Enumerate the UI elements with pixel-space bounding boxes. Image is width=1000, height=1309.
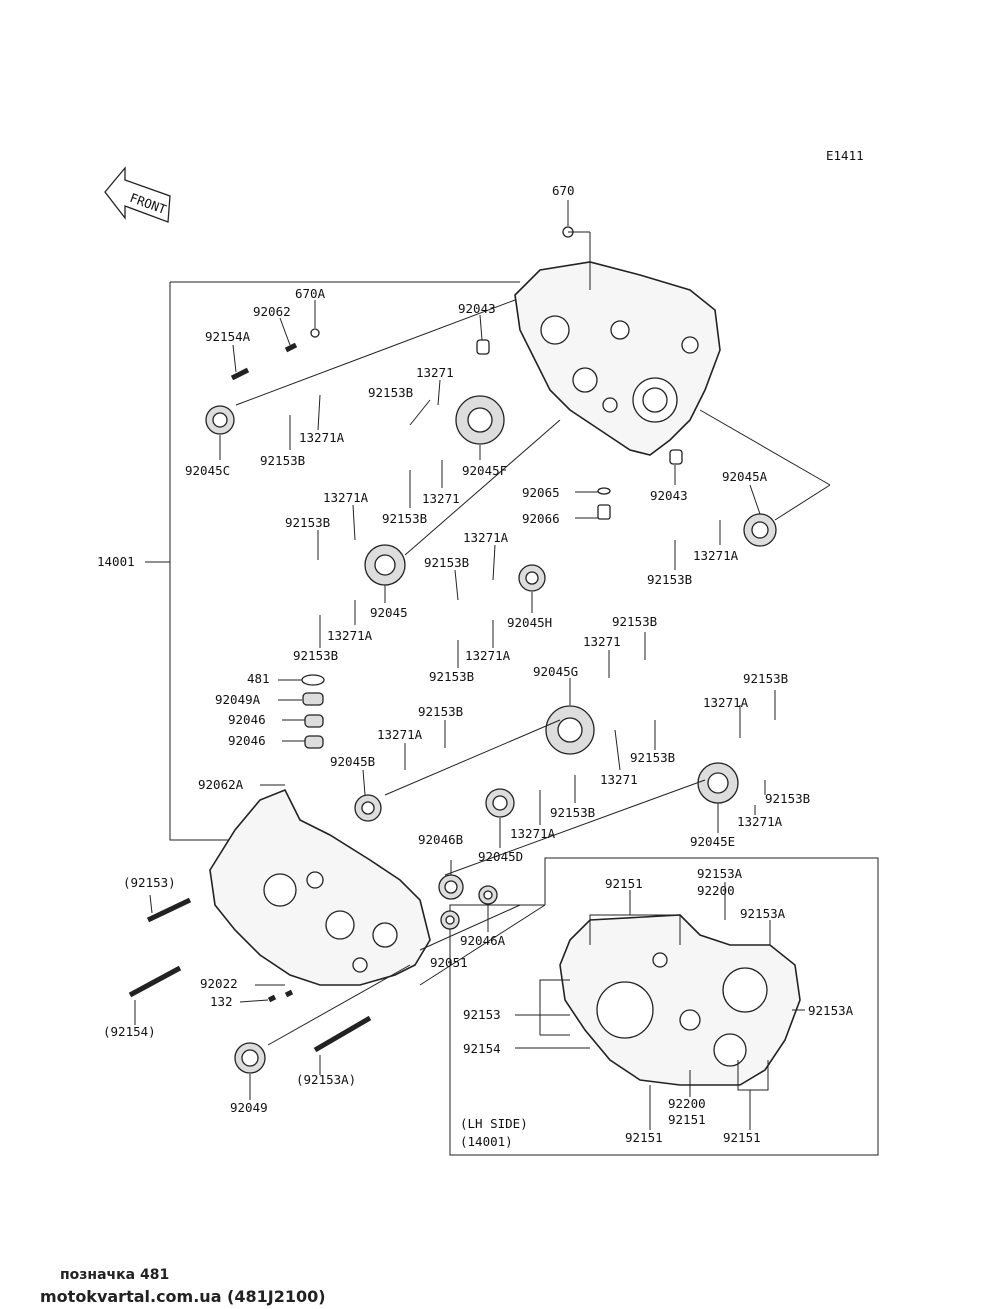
part-label: 92153A	[697, 866, 743, 881]
part-label: 92153B	[612, 614, 657, 629]
part-label: 92153B	[630, 750, 675, 765]
part-label: 92151	[668, 1112, 706, 1127]
part-label: 92046B	[418, 832, 463, 847]
part-label: 92051	[430, 955, 468, 970]
left-crankcase-half	[209, 788, 431, 986]
part-label: 92151	[723, 1130, 761, 1145]
part-label: 92153B	[368, 385, 413, 400]
part-label: 92153B	[293, 648, 338, 663]
part-label: 13271	[416, 365, 454, 380]
part-labels: 670 670A 92062 92154A 92043 13271 92153B…	[97, 183, 854, 1149]
part-label: 13271A	[737, 814, 783, 829]
part-label: 92153A	[740, 906, 786, 921]
part-label: (92153A)	[296, 1072, 356, 1087]
part-label: 92154	[463, 1041, 501, 1056]
part-label: 670A	[295, 286, 326, 301]
part-label: 92043	[458, 301, 496, 316]
part-label: 13271A	[327, 628, 373, 643]
part-label: 13271A	[463, 530, 509, 545]
part-label: (92153)	[123, 875, 176, 890]
part-label: 92062	[253, 304, 291, 319]
part-label: 481	[247, 671, 270, 686]
part-label: 92045C	[185, 463, 230, 478]
part-label: 92046	[228, 712, 266, 727]
part-label: 92153B	[418, 704, 463, 719]
lh-side-label: (LH SIDE)	[460, 1116, 528, 1131]
part-label: 13271A	[465, 648, 511, 663]
part-label: 92045A	[722, 469, 768, 484]
bolts	[128, 342, 372, 1053]
part-label: 92043	[650, 488, 688, 503]
part-label: 92200	[668, 1096, 706, 1111]
lh-side-crankcase	[559, 914, 801, 1086]
part-label: 92153B	[424, 555, 469, 570]
part-label: 92154A	[205, 329, 251, 344]
part-label: 13271A	[299, 430, 345, 445]
part-label: 92153B	[765, 791, 810, 806]
part-label: 92045G	[533, 664, 578, 679]
part-label: 92200	[697, 883, 735, 898]
part-label: 92066	[522, 511, 560, 526]
part-label: 92153B	[647, 572, 692, 587]
part-label: 92046A	[460, 933, 506, 948]
part-label: 92065	[522, 485, 560, 500]
part-label: 13271	[422, 491, 460, 506]
part-label: 670	[552, 183, 575, 198]
part-label: 92151	[605, 876, 643, 891]
part-label: 92153B	[550, 805, 595, 820]
footer-marker: позначка 481	[60, 1267, 170, 1283]
part-label: 92045B	[330, 754, 375, 769]
part-label: 92153B	[743, 671, 788, 686]
front-arrow: FRONT	[104, 166, 171, 223]
part-label: (92154)	[103, 1024, 156, 1039]
part-label: 132	[210, 994, 233, 1009]
part-label: 13271A	[693, 548, 739, 563]
part-label: 92049A	[215, 692, 261, 707]
part-label: 92046	[228, 733, 266, 748]
part-label: 92153B	[429, 669, 474, 684]
part-label: 13271	[600, 772, 638, 787]
part-label: 92062A	[198, 777, 244, 792]
part-label: 92153	[463, 1007, 501, 1022]
part-label: 92045	[370, 605, 408, 620]
part-label: 92049	[230, 1100, 268, 1115]
right-crankcase-half	[514, 261, 721, 456]
part-label: 92045D	[478, 849, 523, 864]
part-label: 92022	[200, 976, 238, 991]
part-label: 13271	[583, 634, 621, 649]
part-label: 92153A	[808, 1003, 854, 1018]
part-label: 92045E	[690, 834, 735, 849]
leader-lines	[134, 200, 831, 1130]
lh-side-part-label: (14001)	[460, 1134, 513, 1149]
part-label: 13271A	[703, 695, 749, 710]
part-label: 13271A	[510, 826, 556, 841]
part-label: 92045F	[462, 463, 507, 478]
part-label: 92045H	[507, 615, 552, 630]
part-label: 92151	[625, 1130, 663, 1145]
part-label: 13271A	[323, 490, 369, 505]
part-label: 92153B	[382, 511, 427, 526]
part-label: 92153B	[285, 515, 330, 530]
part-label: 13271A	[377, 727, 423, 742]
diagram-code: E1411	[826, 148, 864, 163]
footer-source: motokvartal.com.ua (481J2100)	[40, 1287, 326, 1306]
part-label: 14001	[97, 554, 135, 569]
part-label: 92153B	[260, 453, 305, 468]
